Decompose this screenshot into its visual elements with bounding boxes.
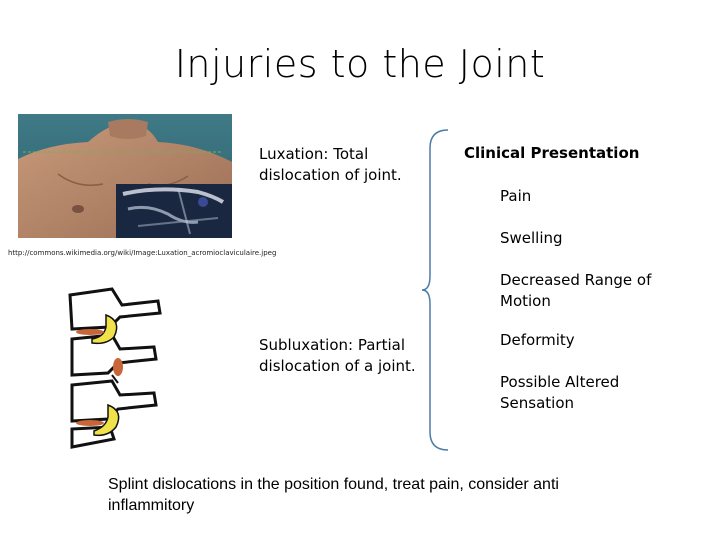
- subluxation-definition: Subluxation: Partial dislocation of a jo…: [259, 336, 416, 375]
- treatment-note: Splint dislocations in the position foun…: [108, 476, 559, 514]
- brace-divider: [420, 128, 460, 452]
- symptom-pain: Pain: [500, 187, 532, 205]
- symptom-swelling: Swelling: [500, 229, 563, 247]
- clinical-presentation-heading: Clinical Presentation: [464, 144, 640, 162]
- shoulder-photo-image: [18, 114, 232, 238]
- luxation-definition: Luxation: Total dislocation of joint.: [259, 145, 402, 184]
- image-credit: http://commons.wikimedia.org/wiki/Image:…: [8, 249, 277, 257]
- symptom-decreased-rom: Decreased Range of Motion: [500, 271, 652, 310]
- symptom-deformity: Deformity: [500, 331, 575, 349]
- spine-illustration-image: [62, 287, 168, 452]
- slide-title: Injuries to the Joint: [174, 42, 546, 86]
- symptom-altered-sensation: Possible Altered Sensation: [500, 373, 620, 412]
